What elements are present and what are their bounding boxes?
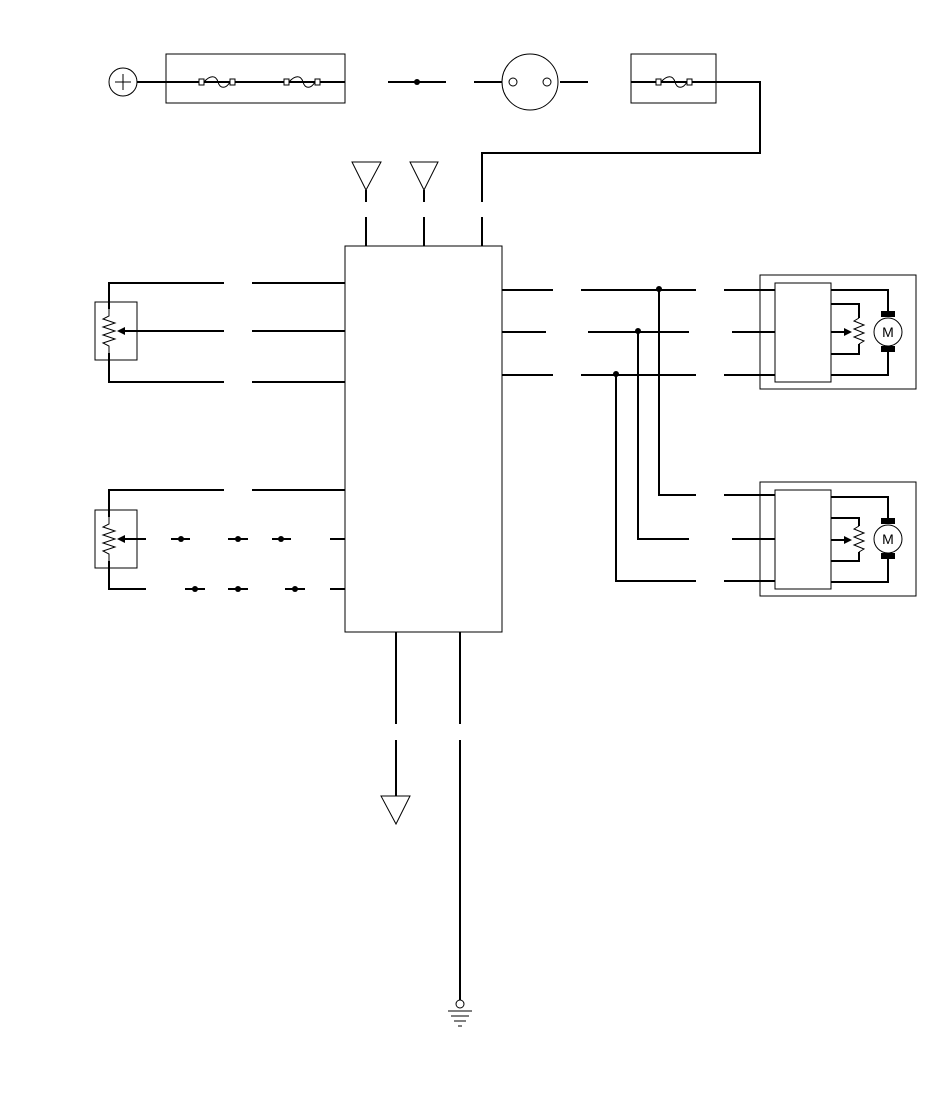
ground-triangle-icon [409,161,439,202]
fuse-block-right [630,53,717,104]
potentiometer-icon [101,309,125,353]
motor-icon: M [873,518,903,559]
fuse-block-left [165,53,346,104]
potentiometer-icon [844,525,866,553]
fuse-icon [198,76,236,88]
feed-wire-to-module [481,81,761,202]
ground-triangle-icon [351,161,382,202]
potentiometer-icon [101,517,125,561]
splice-dot-icon [414,79,420,85]
fuse-icon [283,76,321,88]
motor-icon: M [873,311,903,352]
actuator-upper: M [759,274,917,390]
svg-text:M: M [882,531,894,547]
actuator-bus [502,286,775,582]
ground-triangle-icon [380,795,411,826]
sensor-upper-left [94,282,345,383]
sensor-lower-left [94,489,345,592]
svg-text:M: M [882,324,894,340]
actuator-lower: M [759,481,917,597]
control-module [344,245,503,633]
ignition-switch-icon [501,53,559,111]
chassis-ground-icon [448,999,472,1027]
potentiometer-icon [844,317,866,345]
battery-positive-icon [108,67,138,97]
fuse-icon [655,76,693,88]
